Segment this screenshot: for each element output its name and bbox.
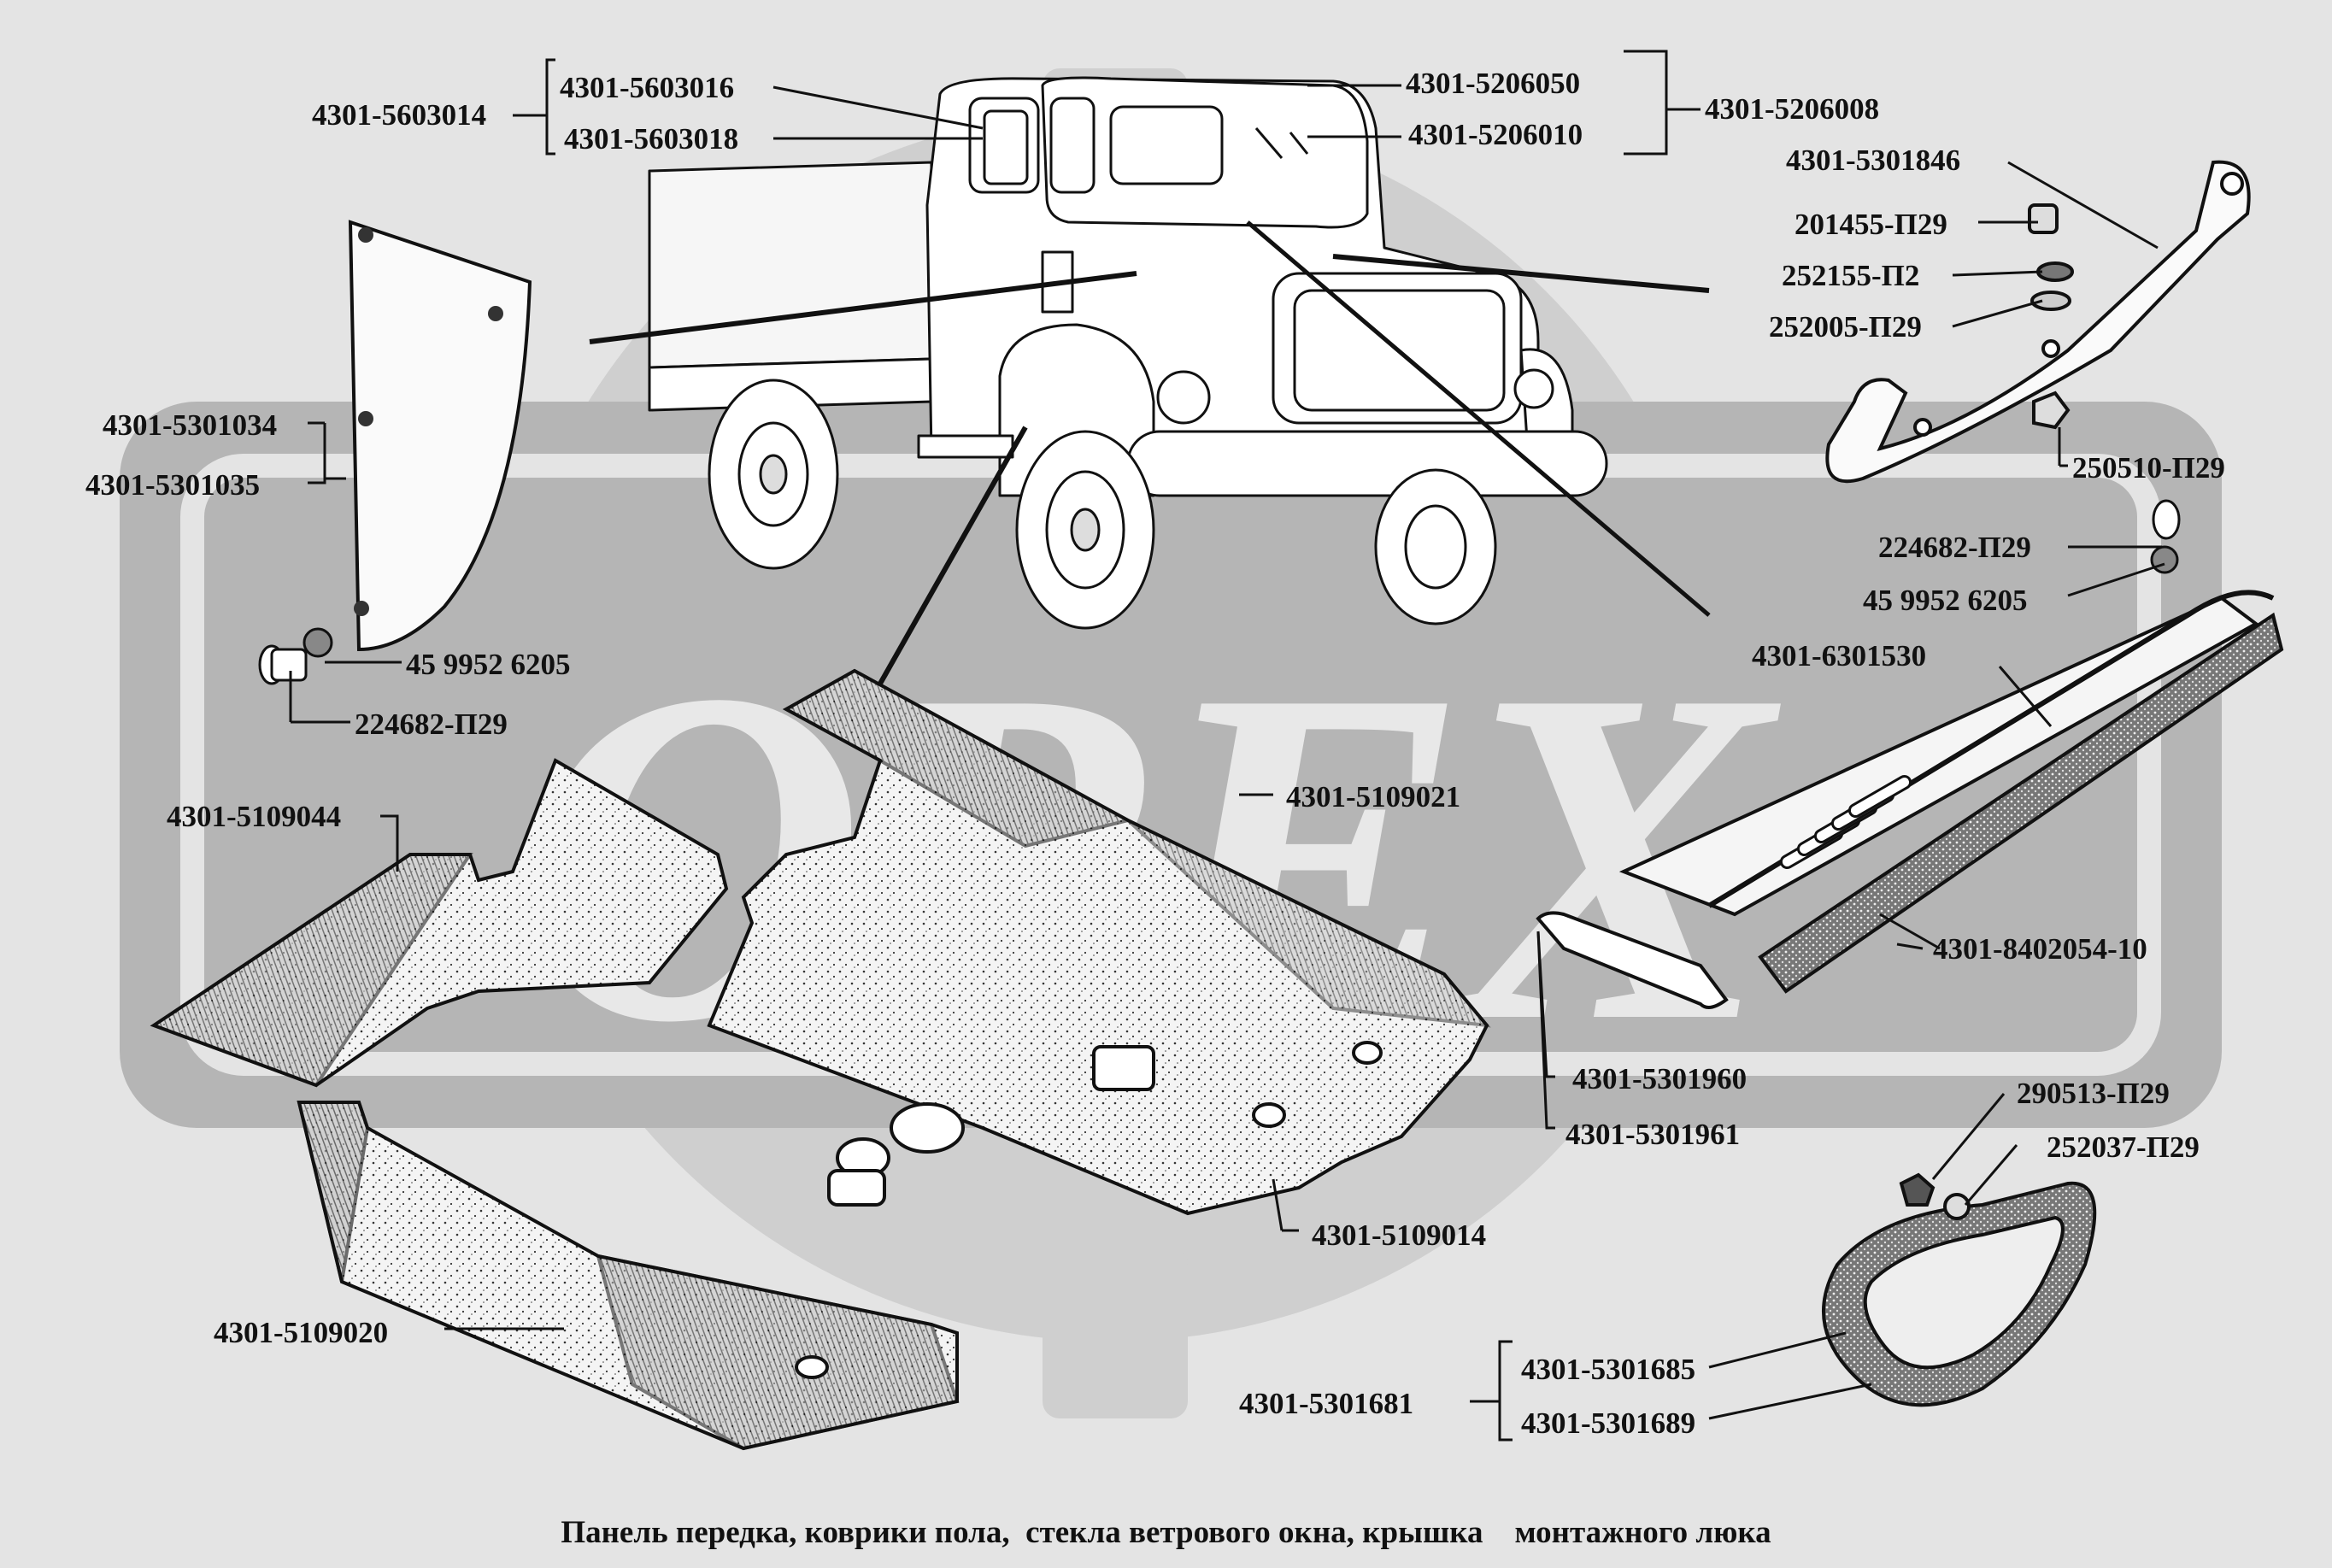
label-4301-5603018: 4301-5603018 bbox=[564, 122, 739, 156]
label-45-9952-6205-left: 45 9952 6205 bbox=[406, 648, 571, 681]
label-4301-5603016: 4301-5603016 bbox=[560, 71, 735, 104]
label-224682-p29-left: 224682-П29 bbox=[355, 708, 508, 741]
screw-and-washer-left bbox=[258, 627, 333, 685]
label-45-9952-6205-right: 45 9952 6205 bbox=[1863, 584, 2028, 617]
leader-lines bbox=[289, 50, 2165, 1442]
label-4301-5603014: 4301-5603014 bbox=[312, 98, 487, 132]
label-4301-5109014: 4301-5109014 bbox=[1312, 1219, 1487, 1252]
vent-cowl bbox=[1536, 590, 2284, 1009]
label-290513-p29: 290513-П29 bbox=[2017, 1077, 2170, 1110]
label-4301-5301681: 4301-5301681 bbox=[1239, 1387, 1414, 1420]
label-4301-5301846: 4301-5301846 bbox=[1786, 144, 1961, 177]
label-4301-8402054-10: 4301-8402054-10 bbox=[1933, 932, 2147, 966]
label-4301-5301685: 4301-5301685 bbox=[1521, 1353, 1696, 1386]
truck-drawing bbox=[648, 76, 1608, 630]
label-4301-5301960: 4301-5301960 bbox=[1572, 1062, 1748, 1095]
pillar-panel bbox=[348, 220, 532, 652]
label-4301-5206050: 4301-5206050 bbox=[1406, 67, 1581, 100]
label-250510-p29: 250510-П29 bbox=[2072, 451, 2225, 484]
floor-mat-main bbox=[707, 668, 1491, 1216]
label-252155-p2: 252155-П2 bbox=[1782, 259, 1920, 292]
label-4301-5301034: 4301-5301034 bbox=[103, 408, 278, 442]
label-4301-5109021: 4301-5109021 bbox=[1286, 780, 1461, 813]
label-4301-5301035: 4301-5301035 bbox=[85, 468, 261, 502]
label-252005-p29: 252005-П29 bbox=[1769, 310, 1922, 344]
label-201455-p29: 201455-П29 bbox=[1795, 208, 1947, 241]
floor-mat-left bbox=[150, 758, 729, 1088]
label-252037-p29: 252037-П29 bbox=[2047, 1130, 2200, 1164]
label-4301-5206008: 4301-5206008 bbox=[1705, 92, 1880, 126]
label-4301-5109020: 4301-5109020 bbox=[214, 1316, 389, 1349]
label-4301-5301961: 4301-5301961 bbox=[1565, 1118, 1741, 1151]
floor-mat-front bbox=[297, 1101, 960, 1451]
hatch-cover bbox=[1822, 1172, 2097, 1407]
mirror-bracket bbox=[1825, 160, 2251, 484]
label-4301-5206010: 4301-5206010 bbox=[1408, 118, 1583, 151]
label-224682-p29-right: 224682-П29 bbox=[1878, 531, 2031, 564]
diagram-caption: Панель передка, коврики пола, стекла вет… bbox=[561, 1515, 1771, 1550]
label-4301-6301530: 4301-6301530 bbox=[1752, 639, 1927, 672]
label-4301-5301689: 4301-5301689 bbox=[1521, 1407, 1696, 1440]
label-4301-5109044: 4301-5109044 bbox=[167, 800, 342, 833]
